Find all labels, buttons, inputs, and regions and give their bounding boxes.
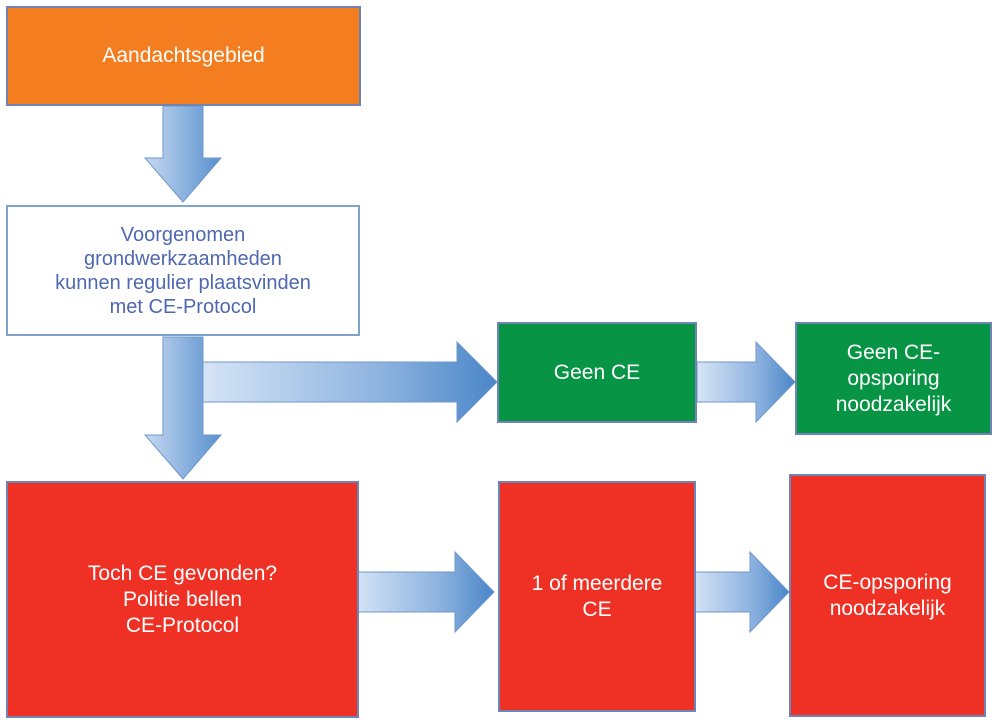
planned-works-box: Voorgenomen grondwerkzaamheden kunnen re… (6, 205, 360, 336)
detection-needed-box: CE-opsporing noodzakelijk (789, 474, 986, 717)
one-or-more-ce-box: 1 of meerdere CE (498, 481, 696, 712)
arrow-right-meerdere-ce (351, 550, 495, 634)
arrow-right-geen-opsporing (696, 340, 796, 424)
no-detection-needed-box: Geen CE- opsporing noodzakelijk (795, 322, 992, 435)
arrow-right-opsporing-nodig (690, 550, 790, 634)
arrow-down-1 (143, 105, 223, 203)
attention-area-box: Aandachtsgebied (6, 6, 361, 106)
arrow-down-2 (143, 336, 223, 480)
ce-found-box: Toch CE gevonden? Politie bellen CE-Prot… (6, 481, 359, 718)
arrow-right-geen-ce (199, 340, 498, 424)
no-ce-box: Geen CE (497, 322, 697, 423)
